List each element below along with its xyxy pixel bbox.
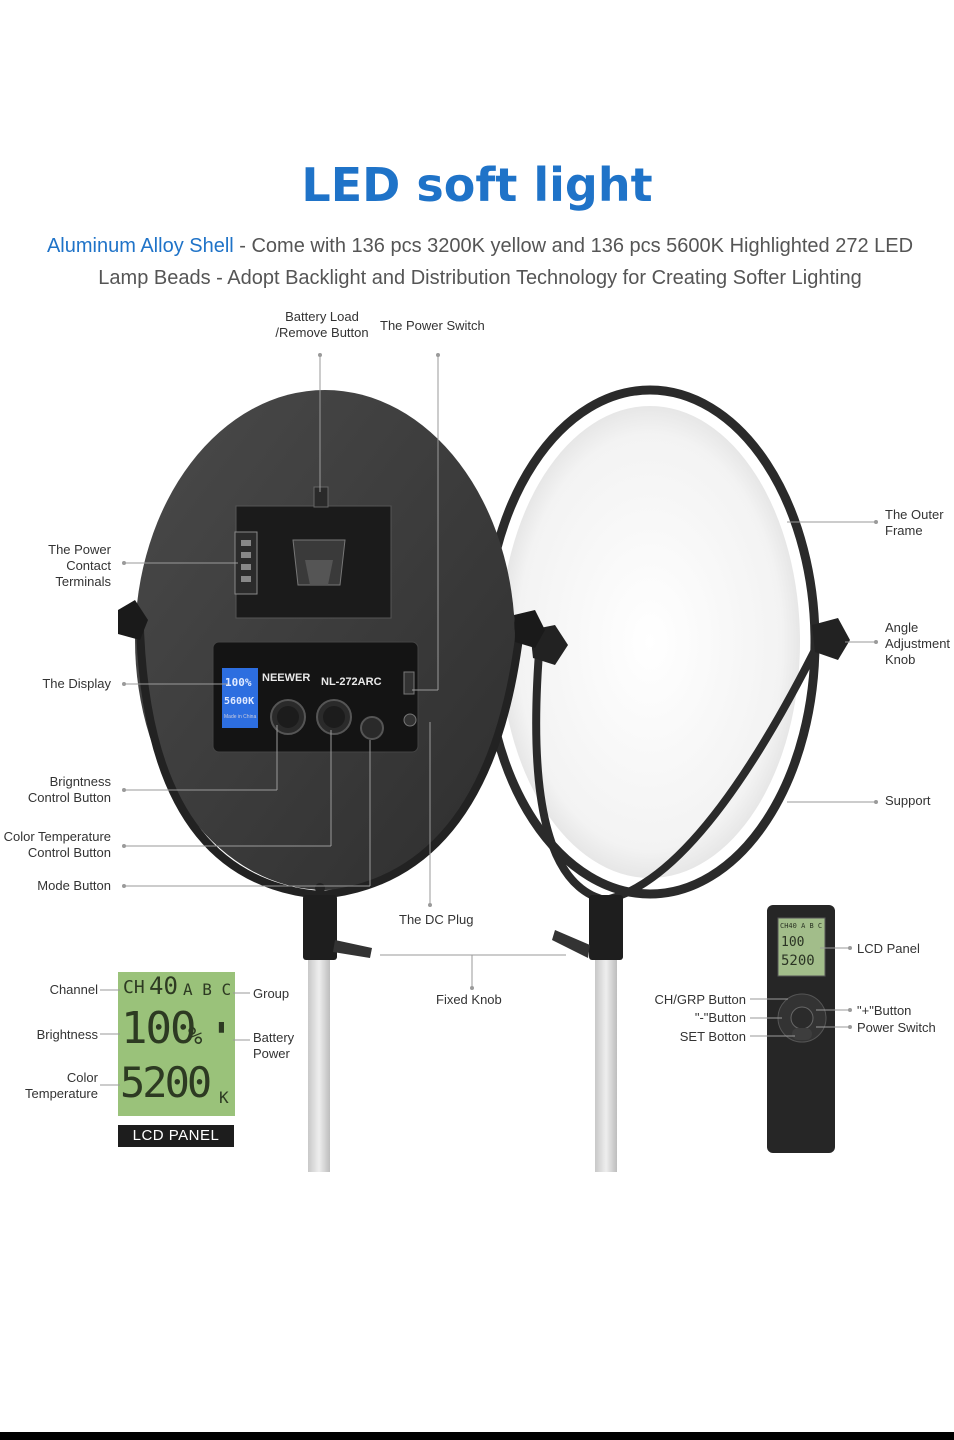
subtitle-highlight: Aluminum Alloy Shell	[46, 235, 234, 257]
right-pole	[595, 960, 617, 1172]
remote-control	[767, 905, 835, 1153]
label-dc-plug: The DC Plug	[399, 912, 474, 927]
label-brightness-button: Brigntness Control Button	[27, 774, 111, 805]
mini-lcd-temp: 5600K	[224, 696, 255, 707]
lcd-groups: A B C	[183, 980, 232, 999]
lcd-percent: %	[188, 1022, 203, 1050]
remote-lcd-line2: 100	[781, 935, 805, 950]
lcd-legend-bg	[118, 972, 235, 1116]
label-mode-button: Mode Button	[37, 878, 111, 893]
brand-label: NEEWER	[262, 672, 311, 684]
lcd-panel-tag: LCD PANEL	[118, 1125, 234, 1147]
lcd-ch-num: 40	[149, 972, 178, 1000]
battery-icon: ▮	[216, 1016, 227, 1037]
left-back-panel	[135, 390, 515, 890]
bottom-bar	[0, 1432, 954, 1440]
left-pole	[308, 960, 330, 1172]
right-light	[480, 385, 850, 960]
label-battery-load: Battery Load /Remove Button	[275, 309, 369, 340]
subtitle: Aluminum Alloy Shell - Come with 136 pcs…	[30, 230, 930, 294]
model-label: NL-272ARC	[321, 676, 382, 688]
label-power-switch-top: The Power Switch	[380, 318, 485, 333]
label-angle-knob: Angle Adjustment Knob	[885, 620, 951, 667]
left-angle-knob	[118, 600, 148, 640]
made-in-label: Made in China	[224, 714, 257, 720]
power-switch	[403, 671, 415, 695]
label-minus-button: "-"Button	[694, 1010, 746, 1025]
label-plus-button: "+"Button	[857, 1003, 912, 1018]
left-stand-clamp	[303, 895, 337, 960]
right-angle-knob	[812, 618, 850, 660]
subtitle-line2: Lamp Beads - Adopt Backlight and Distrib…	[98, 267, 862, 289]
right-stand-clamp	[589, 895, 623, 960]
remote-lcd-line1: CH40 A B C	[780, 922, 823, 930]
lcd-brightness-value: 100	[121, 1003, 196, 1054]
lcd-ch: CH	[123, 977, 145, 998]
label-channel: Channel	[49, 982, 98, 997]
label-power-switch-remote: Power Switch	[857, 1020, 936, 1035]
label-color-temp-button: Color Temperature Control Button	[3, 829, 111, 860]
page-title: LED soft light	[301, 158, 653, 212]
left-light	[118, 390, 545, 960]
label-outer-frame: The Outer Frame	[885, 507, 944, 538]
remote-lcd-line3: 5200	[781, 953, 815, 969]
label-battery-power: Battery Power	[253, 1030, 295, 1061]
lcd-k: K	[219, 1088, 229, 1107]
label-ch-grp-button: CH/GRP Button	[654, 992, 746, 1007]
label-color-temperature: Color Temperature	[25, 1070, 98, 1101]
label-set-button: SET Botton	[679, 1029, 746, 1044]
label-group: Group	[253, 986, 290, 1001]
subtitle-line1: - Come with 136 pcs 3200K yellow and 136…	[233, 235, 914, 257]
right-soft-face	[500, 406, 800, 878]
label-power-contact: The Power Contact Terminals	[48, 542, 111, 589]
dc-plug	[403, 713, 417, 727]
label-support: Support	[885, 793, 931, 808]
label-brightness: Brightness	[36, 1027, 98, 1042]
mini-lcd-brightness: 100%	[225, 676, 252, 689]
label-lcd-panel-remote: LCD Panel	[857, 941, 920, 956]
mode-knob	[360, 716, 384, 740]
label-display: The Display	[42, 676, 111, 691]
label-fixed-knob: Fixed Knob	[436, 992, 502, 1007]
lcd-temp-value: 5200	[120, 1058, 212, 1107]
mini-display	[222, 668, 258, 728]
